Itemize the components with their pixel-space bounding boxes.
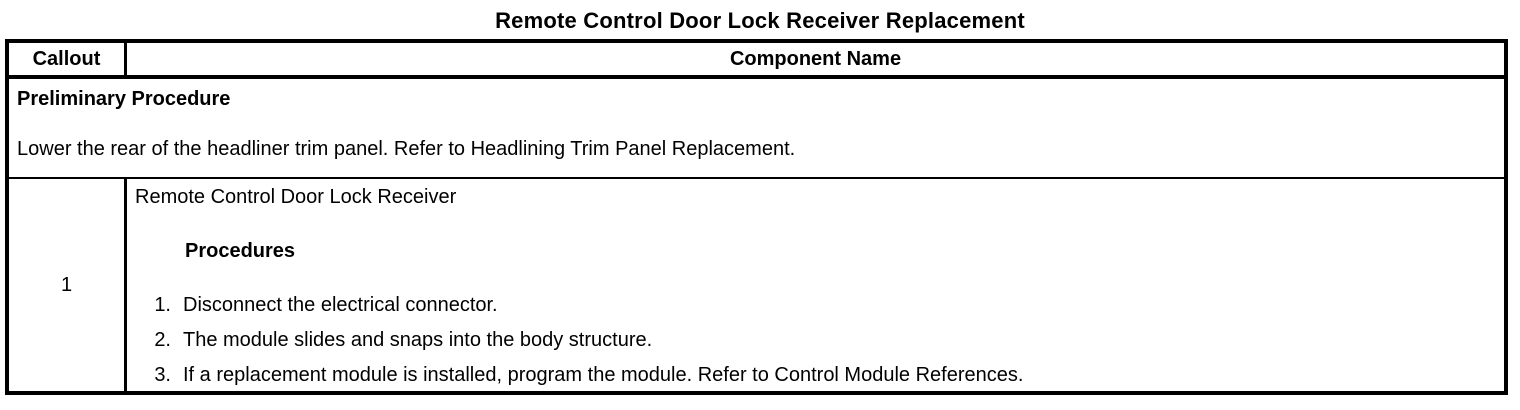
- preliminary-procedure-row: Preliminary Procedure Lower the rear of …: [9, 79, 1504, 179]
- procedure-step: 3. If a replacement module is installed,…: [135, 363, 1496, 387]
- callout-column-header: Callout: [9, 43, 127, 75]
- component-name-column-header: Component Name: [729, 47, 902, 70]
- procedure-step: 1. Disconnect the electrical connector.: [135, 293, 1496, 317]
- procedures-heading: Procedures: [185, 240, 296, 262]
- step-number: 1.: [154, 294, 171, 316]
- step-number: 2.: [154, 329, 171, 351]
- step-text: If a replacement module is installed, pr…: [183, 364, 1024, 386]
- step-text: The module slides and snaps into the bod…: [183, 329, 653, 351]
- document-title: Remote Control Door Lock Receiver Replac…: [495, 8, 1025, 33]
- step-text: Disconnect the electrical connector.: [183, 294, 498, 316]
- procedure-steps: 1. Disconnect the electrical connector. …: [135, 293, 1496, 387]
- preliminary-procedure-text: Lower the rear of the headliner trim pan…: [17, 138, 796, 160]
- callout-number: 1: [9, 179, 127, 391]
- document-page: Remote Control Door Lock Receiver Replac…: [5, 8, 1508, 395]
- preliminary-procedure-heading: Preliminary Procedure: [17, 88, 231, 110]
- step-number: 3.: [154, 364, 171, 386]
- table-row: 1 Remote Control Door Lock Receiver Proc…: [9, 179, 1504, 391]
- component-name: Remote Control Door Lock Receiver: [135, 186, 457, 208]
- procedure-step: 2. The module slides and snaps into the …: [135, 328, 1496, 352]
- procedure-table: Callout Component Name Preliminary Proce…: [5, 39, 1508, 395]
- table-header-row: Callout Component Name: [9, 43, 1504, 79]
- component-cell: Remote Control Door Lock Receiver Proced…: [127, 179, 1504, 391]
